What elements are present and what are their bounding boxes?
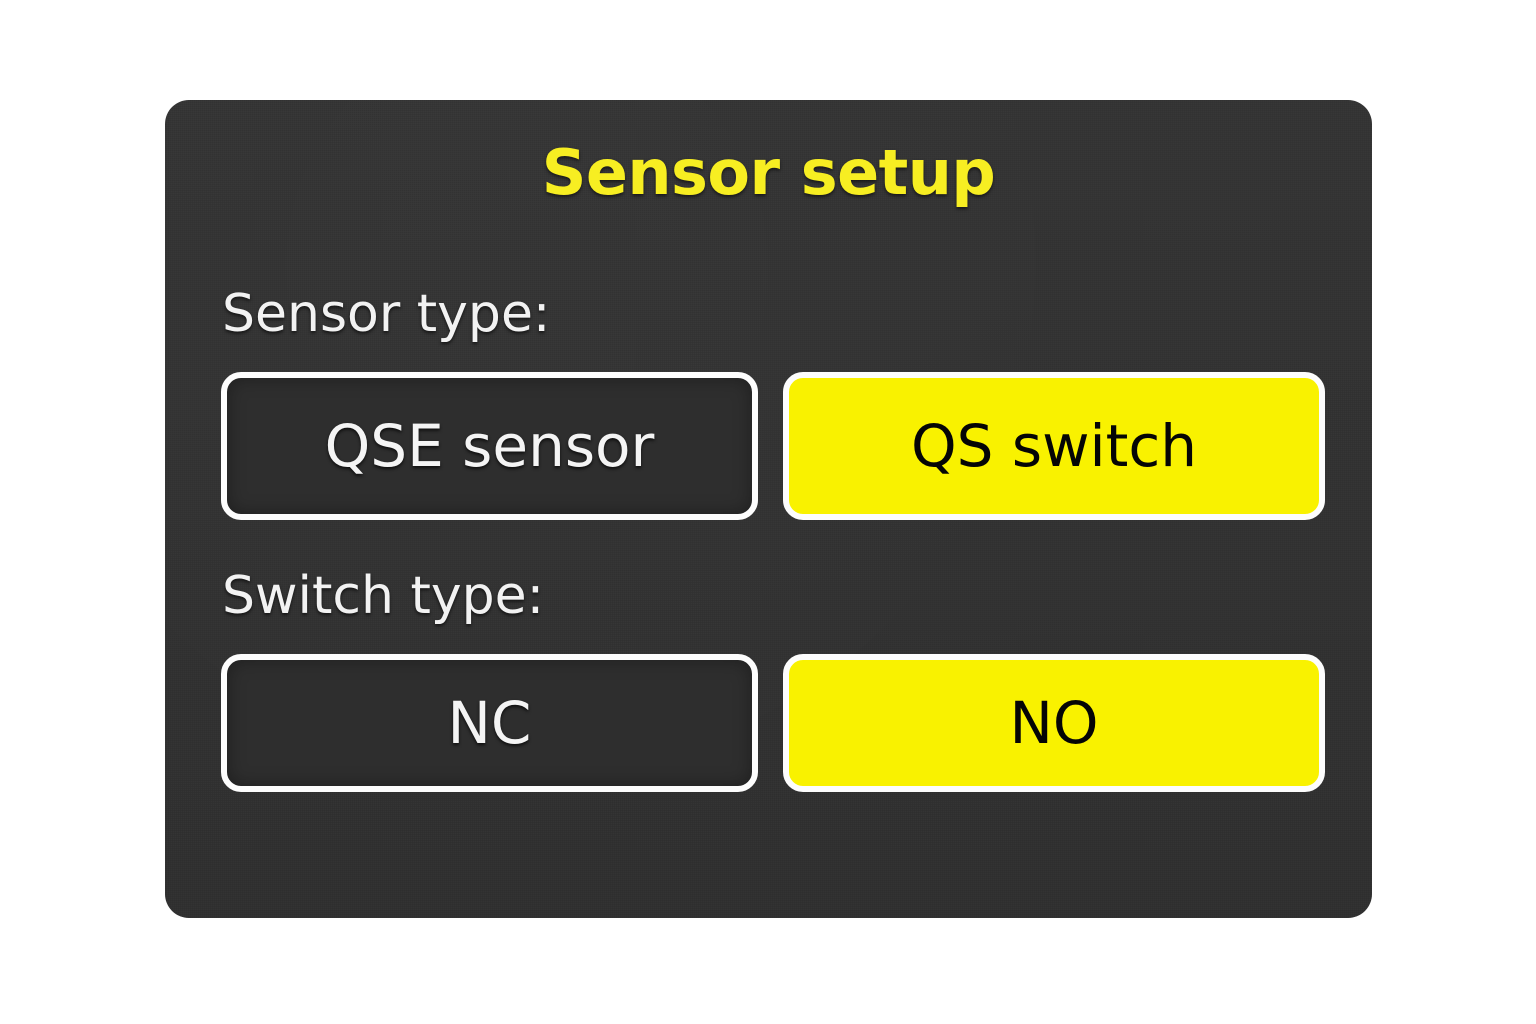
sensor-type-label: Sensor type: <box>222 284 551 344</box>
sensor-setup-dialog: Sensor setup Sensor type: QSE sensor QS … <box>165 100 1372 918</box>
sensor-type-option-qs-switch[interactable]: QS switch <box>783 372 1325 520</box>
switch-type-option-no[interactable]: NO <box>783 654 1325 792</box>
page-title: Sensor setup <box>541 136 996 209</box>
sensor-type-option-qse-sensor[interactable]: QSE sensor <box>221 372 758 520</box>
switch-type-option-nc[interactable]: NC <box>221 654 758 792</box>
switch-type-label: Switch type: <box>222 566 545 626</box>
